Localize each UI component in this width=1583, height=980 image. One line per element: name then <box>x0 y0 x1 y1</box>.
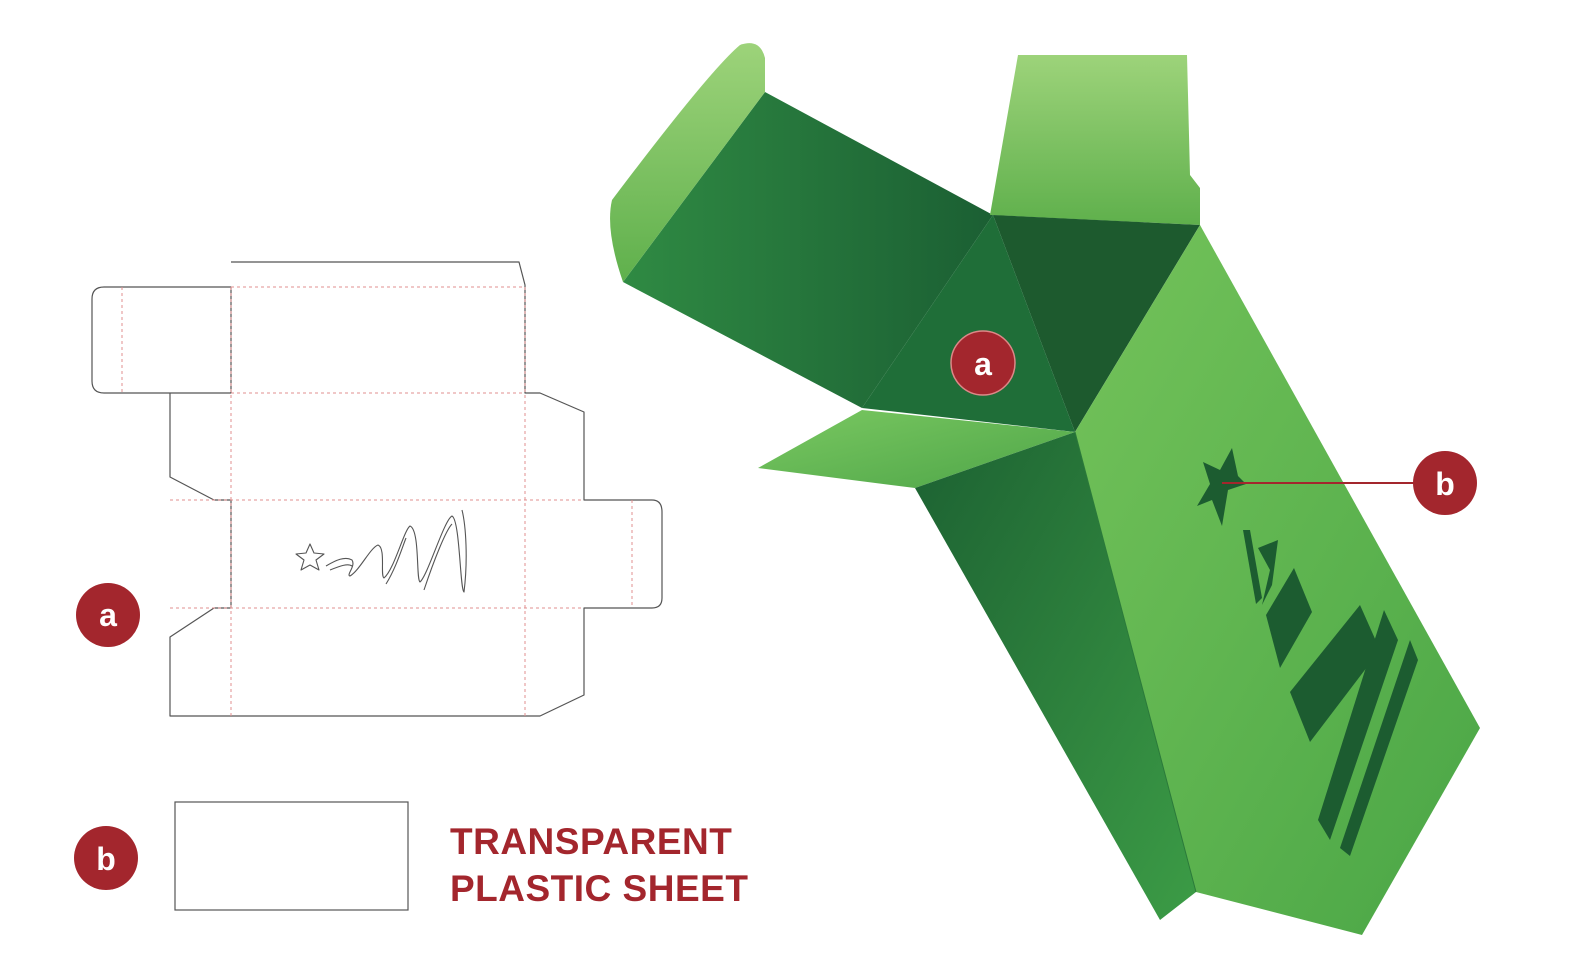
box-spiral-cut-2 <box>1258 540 1278 605</box>
box-dieline <box>91 261 663 717</box>
part-a-badge-label: a <box>99 597 117 633</box>
part-b-badge: b <box>74 826 138 890</box>
box-part-b-badge: b <box>1413 451 1477 515</box>
caption-line-2: PLASTIC SHEET <box>450 868 749 909</box>
box-spiral-cut-1 <box>1243 530 1262 604</box>
box-spiral-cut-5 <box>1318 610 1398 840</box>
box-left-flap-inner <box>623 92 993 408</box>
box-part-a-badge-label: a <box>974 346 992 382</box>
box-inner-panel <box>862 215 1075 432</box>
box-part-b-badge-label: b <box>1435 466 1455 502</box>
box-spiral-cut-3 <box>1266 568 1312 668</box>
box-spiral-cut-6 <box>1340 640 1418 856</box>
dieline-fold-lines <box>121 286 633 716</box>
plastic-sheet-outline <box>174 801 409 911</box>
box-tuck-flap <box>610 43 765 283</box>
box-window-cutout <box>1197 448 1418 856</box>
box-side-face <box>915 432 1196 920</box>
star-and-spiral-tree-icon <box>295 509 467 593</box>
box-3d-render <box>610 43 1480 935</box>
part-b-badge-label: b <box>96 841 116 877</box>
part-a-badge: a <box>76 583 140 647</box>
spiral-cutout <box>325 509 467 593</box>
box-inner-top <box>993 215 1200 432</box>
box-spiral-cut-4 <box>1290 605 1380 742</box>
star-cutout <box>295 543 325 571</box>
box-star-cutout <box>1197 448 1246 526</box>
box-part-a-badge: a <box>950 330 1016 396</box>
dieline-outline <box>91 261 663 717</box>
box-top-flap <box>990 55 1200 225</box>
box-dust-flap <box>758 410 1075 488</box>
plastic-sheet-caption: TRANSPARENT PLASTIC SHEET <box>450 818 748 912</box>
caption-line-1: TRANSPARENT <box>450 821 733 862</box>
box-edge <box>1074 431 1197 893</box>
